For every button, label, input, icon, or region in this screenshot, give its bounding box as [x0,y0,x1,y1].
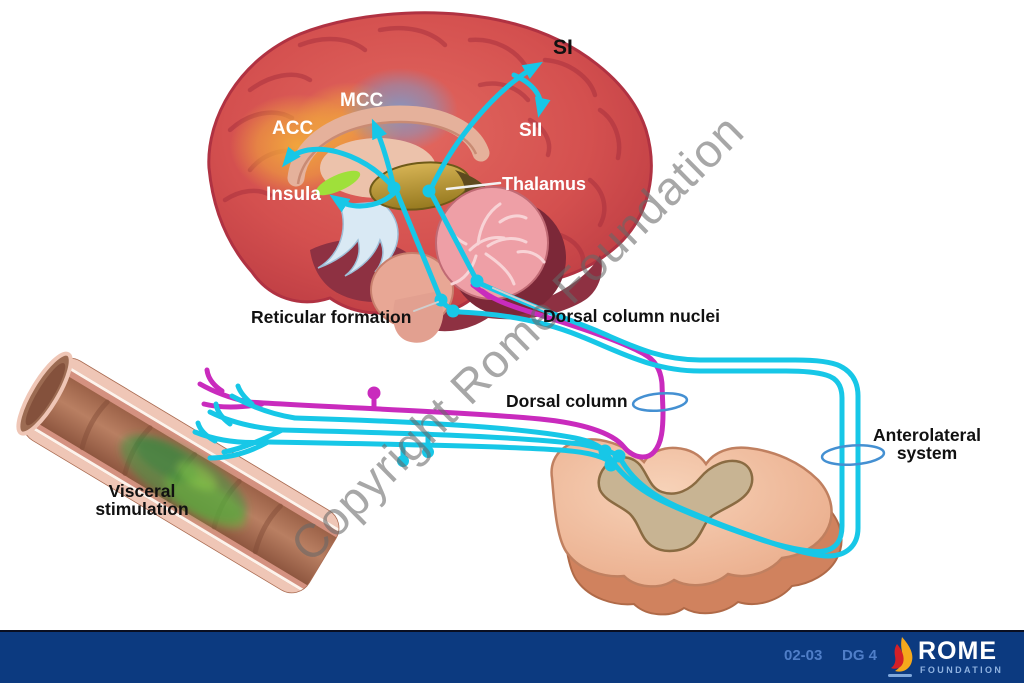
dg-code: DG 4 [842,647,878,664]
visceral-line2: stimulation [95,499,189,519]
thalamus-synapse [422,184,436,198]
thalamus-synapse [387,181,401,195]
dorsal-column-fiber [245,288,666,460]
dorsal-horn-synapse [598,444,612,458]
visceral-stimulus-patch [120,434,248,529]
afferent-fiber [265,439,614,465]
spinal-cord-cross-section [550,438,843,616]
insula-marker [315,170,361,196]
synapse-dots [387,181,626,472]
ganglion-cell-body [367,386,381,400]
dorsal-column-nuclei-synapse [470,274,484,288]
reticular-pointer [413,301,439,312]
label-si: SI [553,36,573,59]
vessel-branch [221,427,285,455]
brainstem-ascending-fiber [393,187,444,303]
label-dorsal-column: Dorsal column [506,391,628,411]
vessel-branch [207,439,271,461]
foundation-logo-text: FOUNDATION [920,665,1004,675]
vessel-illustration [15,351,347,600]
label-visceral-stimulation: Visceral stimulation [78,482,206,518]
vessel-branch [195,420,218,444]
vessel-branch [229,393,298,421]
afferent-cell-body [397,455,409,467]
vessel-branch [213,401,233,427]
thalamus-pointer [445,181,502,191]
visceral-line1: Visceral [108,481,176,501]
vessel-branch [207,409,285,433]
arrow-to-insula [329,188,399,213]
label-insula: Insula [266,184,321,205]
anterolateral-line1: Anterolateral [873,425,981,445]
reticular-synapse [446,304,460,318]
label-thalamus: Thalamus [502,174,587,194]
dorsal-horn-synapse [604,458,618,472]
arrow-si-to-sii [511,72,551,118]
label-pointers [413,181,550,313]
anterolateral-fiber-outer [476,280,861,559]
dcn-pointer [492,287,550,313]
dorsal-horn-synapse [612,449,626,463]
footer-bar: 02-03 DG 4 ROME FOUNDATION [0,630,1024,683]
flame-inner [891,644,904,669]
vessel-mouth-inner [25,362,66,426]
flame-outer [895,637,913,672]
tract-rings [631,391,886,466]
rome-logo-text: ROME [918,637,997,665]
label-acc: ACC [272,118,314,139]
dorsal-column-ring [631,391,689,413]
brain-illustration [207,11,653,343]
afferent-fiber [292,415,608,454]
label-mcc: MCC [340,90,384,111]
label-anterolateral-system: Anterolateral system [860,426,994,462]
rome-flame-icon [891,637,913,672]
reticular-synapse [434,293,448,307]
brainstem-ascending-fiber [428,190,480,284]
afferent-cell-body [422,446,434,458]
slide-code: 02-03 [784,647,823,664]
anterolateral-line2: system [896,443,958,463]
label-sii: SII [519,120,543,141]
label-dorsal-column-nuclei: Dorsal column nuclei [543,306,720,326]
label-reticular-formation: Reticular formation [251,307,412,327]
pathway-diagram [15,11,886,616]
fornix [317,201,399,277]
vessel-branch [235,383,255,407]
vessel-branch [204,367,225,394]
anterolateral-ring [820,444,886,466]
arrow-to-acc [281,146,397,191]
flame-underline [888,674,912,677]
